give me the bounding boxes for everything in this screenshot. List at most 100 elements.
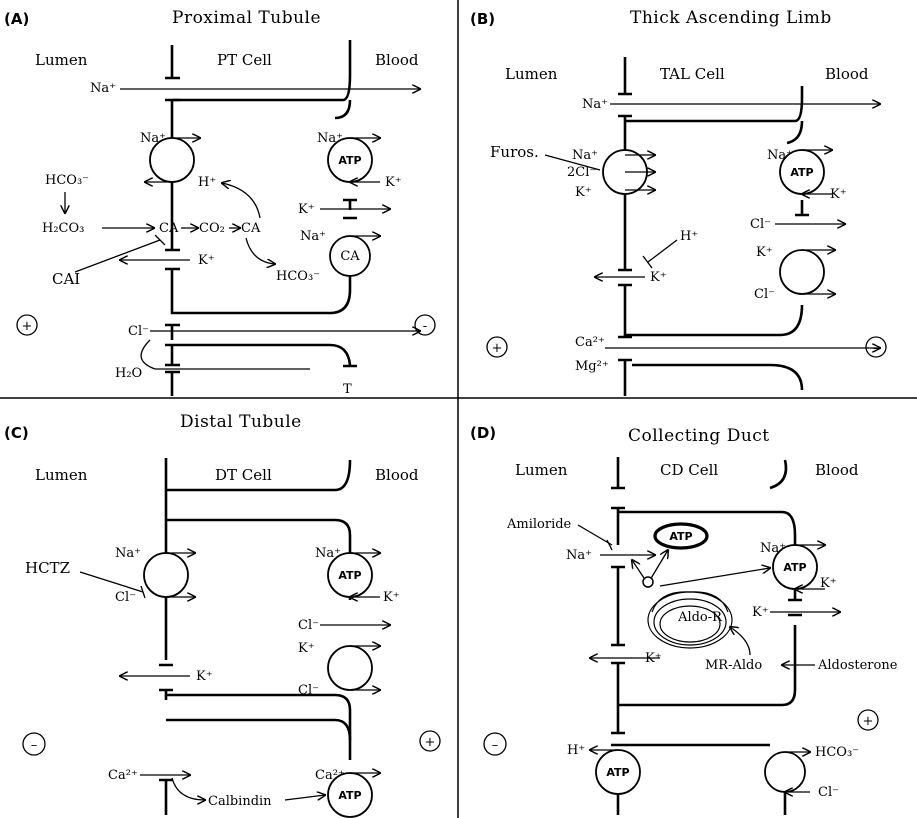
- junction: [165, 345, 180, 396]
- panel-letter: (C): [4, 424, 29, 442]
- panel-title: Collecting Duct: [628, 426, 770, 446]
- cl-hco3-exchanger: [765, 752, 805, 792]
- apical-membrane: [611, 508, 625, 545]
- ca-label: Ca²⁺: [575, 335, 605, 350]
- panel-title: Proximal Tubule: [172, 8, 321, 28]
- panel-title: Thick Ascending Limb: [630, 8, 832, 28]
- cell-corner: [770, 460, 786, 488]
- cell-label: PT Cell: [217, 51, 272, 69]
- cl-label: Cl⁻: [298, 618, 319, 633]
- mg-label: Mg²⁺: [575, 359, 609, 374]
- k-label: K⁺: [645, 651, 662, 666]
- ca-label: CA: [159, 221, 179, 236]
- atp-label: ATP: [338, 789, 361, 802]
- aldosterone-label: Aldosterone: [817, 658, 898, 673]
- h-label: H⁺: [567, 743, 585, 758]
- atp-label: ATP: [783, 561, 806, 574]
- lumen-label: Lumen: [35, 51, 88, 69]
- k-label: K⁺: [298, 202, 315, 217]
- apical-membrane: [618, 57, 632, 94]
- na-label: Na⁺: [115, 546, 141, 561]
- cell-bottom-border: [159, 665, 350, 760]
- k-label: K⁺: [752, 605, 769, 620]
- junction-bar: [166, 720, 350, 740]
- na-label: Na⁺: [315, 546, 341, 561]
- vesicle-icon: [643, 577, 653, 587]
- panel-distal-tubule: (C) Distal Tubule Lumen DT Cell Blood Na…: [4, 412, 440, 817]
- kcc-cotransporter: [328, 646, 372, 690]
- hco3-label: HCO₃⁻: [45, 173, 89, 188]
- k-label: K⁺: [650, 270, 667, 285]
- atp-label: ATP: [790, 166, 813, 179]
- cl-label: Cl⁻: [750, 217, 771, 232]
- panel-collecting-duct: (D) Collecting Duct Lumen CD Cell Blood …: [470, 424, 898, 815]
- basolateral-membrane: [787, 121, 802, 143]
- na-label: Na⁺: [760, 541, 786, 556]
- tight-junction: [159, 780, 173, 815]
- lumen-label: Lumen: [35, 466, 88, 484]
- mr-aldo-label: MR-Aldo: [705, 658, 762, 673]
- t-label: T: [343, 382, 352, 397]
- cl-label: Cl⁻: [818, 785, 839, 800]
- arrow: [222, 183, 260, 218]
- co2-label: CO₂: [199, 221, 225, 236]
- inhibition-bar: [643, 256, 652, 268]
- furosemide-label: Furos.: [490, 143, 539, 161]
- panel-letter: (D): [470, 424, 496, 442]
- k-label: K⁺: [756, 245, 773, 260]
- hco3-label: HCO₃⁻: [276, 269, 320, 284]
- charge-label: –: [31, 738, 38, 753]
- h-label: H⁺: [680, 229, 698, 244]
- h2o-label: H₂O: [115, 366, 142, 381]
- k-label: K⁺: [575, 185, 592, 200]
- arrow: [246, 238, 275, 264]
- panel-letter: (B): [470, 10, 495, 28]
- arrow: [172, 778, 205, 800]
- k-label: K⁺: [830, 187, 847, 202]
- aldo-r-label: Aldo-R: [677, 610, 723, 625]
- ncc-cotransporter: [144, 553, 188, 597]
- cl-label: Cl⁻: [128, 324, 149, 339]
- h-label: H⁺: [198, 175, 216, 190]
- k-label: K⁺: [196, 669, 213, 684]
- ca-label: CA: [340, 249, 360, 264]
- apical-membrane: [611, 567, 625, 733]
- na-label: Na⁺: [140, 131, 166, 146]
- tight-junction: [618, 337, 632, 396]
- k-label: K⁺: [298, 641, 315, 656]
- hco3-label: HCO₃⁻: [815, 745, 859, 760]
- basolateral-membrane: [335, 100, 350, 118]
- kcc-cotransporter: [780, 250, 824, 294]
- paracellular-border: [632, 365, 802, 390]
- lumen-label: Lumen: [505, 65, 558, 83]
- na-label: Na⁺: [572, 148, 598, 163]
- basolateral-membrane: [795, 200, 809, 215]
- arrow: [632, 560, 644, 578]
- charge-label: +: [425, 735, 436, 750]
- inhibition-bar: [155, 235, 165, 245]
- charge-label: -: [423, 319, 427, 334]
- cell-label: TAL Cell: [660, 65, 725, 83]
- arrow: [660, 568, 770, 586]
- cell-bottom-border: [165, 269, 350, 313]
- charge-label: +: [492, 341, 503, 356]
- lumen-label: Lumen: [515, 461, 568, 479]
- cl-label: Cl⁻: [298, 683, 319, 698]
- na-label: Na⁺: [300, 229, 326, 244]
- panel-letter: (A): [4, 10, 29, 28]
- atp-label: ATP: [338, 569, 361, 582]
- panel-thick-ascending-limb: (B) Thick Ascending Limb Lumen TAL Cell …: [470, 8, 886, 396]
- ca-label: Ca²⁺: [315, 768, 345, 783]
- charge-label: –: [492, 738, 499, 753]
- basolateral-membrane: [788, 590, 802, 615]
- calbindin-label: Calbindin: [208, 794, 272, 809]
- charge-label: –: [873, 341, 880, 356]
- na-label: Na⁺: [566, 548, 592, 563]
- charge-label: +: [22, 319, 33, 334]
- ca-label: CA: [241, 221, 261, 236]
- atp-label: ATP: [338, 154, 361, 167]
- cai-inhibition-line: [75, 240, 160, 272]
- na-label: Na⁺: [767, 148, 793, 163]
- cl-label: Cl⁻: [115, 590, 136, 605]
- blood-label: Blood: [375, 51, 419, 69]
